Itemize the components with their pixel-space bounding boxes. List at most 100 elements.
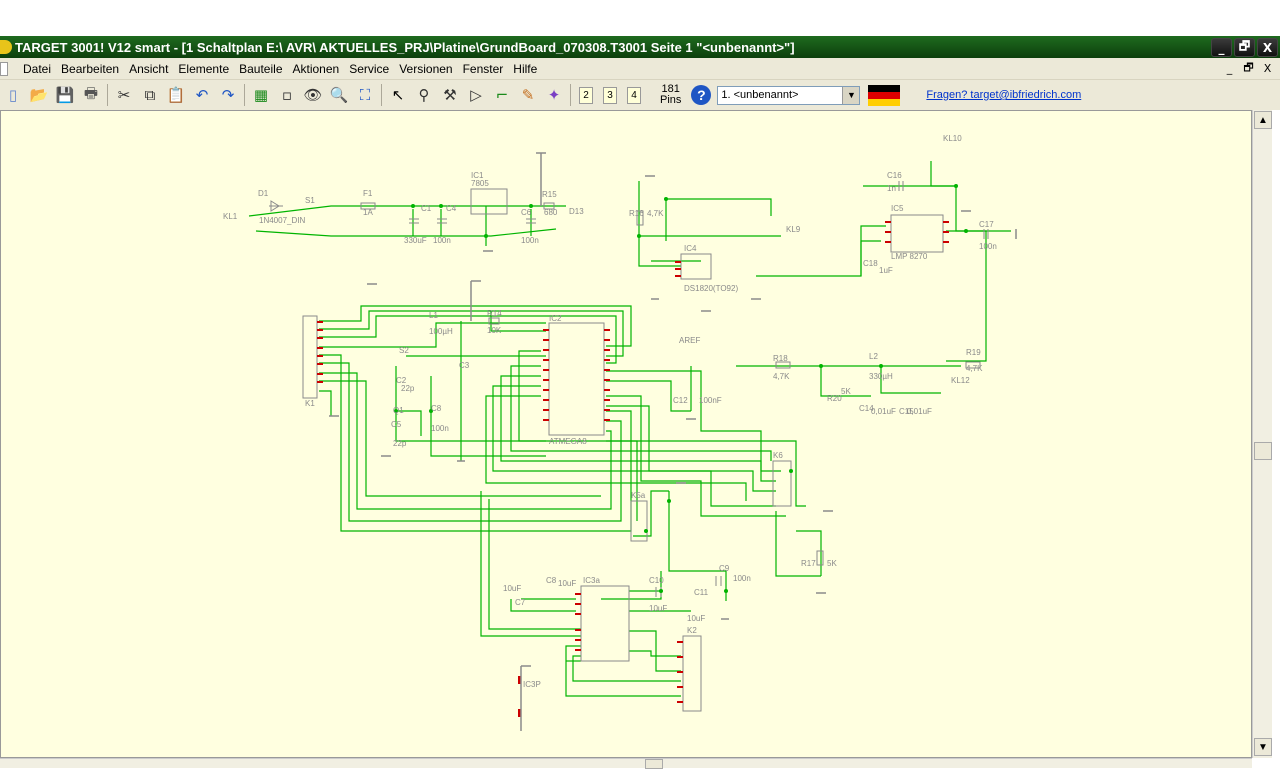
scroll-down-icon[interactable]: ▼ [1254, 738, 1272, 756]
label-c11-val: 10uF [687, 614, 705, 623]
page-icon[interactable]: ▫ [281, 86, 293, 104]
label-c16-val: 1n [887, 184, 896, 193]
component-icon[interactable]: ▦ [253, 86, 269, 104]
label-c9: C9 [719, 564, 730, 573]
label-q1: Q1 [393, 406, 404, 415]
wire-icon[interactable]: ⌐ [495, 86, 509, 104]
help-icon[interactable]: ? [691, 85, 712, 105]
undo-icon[interactable]: ↶ [195, 86, 209, 104]
toolbar-separator [107, 84, 108, 106]
doc-minimize-button[interactable]: _ [1226, 62, 1233, 75]
label-r18: R18 [773, 354, 788, 363]
label-c15: C15 [899, 407, 914, 416]
label-kl12: KL12 [951, 376, 970, 385]
page-2-button[interactable]: 2 [579, 86, 593, 104]
toolbar-separator [381, 84, 382, 106]
label-c2: C2 [396, 376, 407, 385]
print-icon[interactable]: 🖶 [83, 83, 99, 102]
german-flag-icon[interactable] [868, 84, 901, 106]
schematic-canvas[interactable]: D1 1N4007_DIN KL1 S1 F1 1A C1 330uF C4 1… [0, 110, 1252, 758]
document-icon[interactable] [0, 61, 8, 76]
menu-bauteile[interactable]: Bauteile [239, 61, 283, 76]
pins-counter: 181 Pins [660, 84, 681, 106]
label-c9-val: 100n [733, 574, 751, 583]
draw-icon[interactable]: ✎ [521, 86, 535, 104]
chevron-down-icon[interactable]: ▼ [842, 86, 860, 104]
cut-icon[interactable]: ✂ [117, 86, 131, 104]
close-button[interactable]: X [1257, 38, 1278, 57]
find-binoculars-icon[interactable]: ⚲ [418, 86, 430, 104]
view-eye-icon[interactable]: 👁 [303, 86, 323, 104]
label-r16: R16 [629, 209, 644, 218]
window-controls: _ 🗗 X [1211, 38, 1278, 57]
label-ic3p: IC3P [523, 680, 541, 689]
menu-hilfe[interactable]: Hilfe [513, 61, 538, 76]
label-c16: C16 [887, 171, 902, 180]
new-file-icon[interactable]: ▯ [8, 86, 18, 104]
label-c12-val: 100nF [699, 396, 722, 405]
minimize-button[interactable]: _ [1211, 38, 1232, 57]
label-d13: D13 [569, 207, 584, 216]
menu-service[interactable]: Service [349, 61, 390, 76]
pins-label: Pins [660, 94, 682, 106]
menu-elemente[interactable]: Elemente [178, 61, 230, 76]
doc-restore-button[interactable]: 🗗 [1243, 61, 1254, 74]
menu-versionen[interactable]: Versionen [399, 61, 453, 76]
label-r20: R20 [827, 394, 842, 403]
menu-bar: Datei Bearbeiten Ansicht Elemente Bautei… [0, 58, 1280, 80]
scroll-up-icon[interactable]: ▲ [1254, 111, 1272, 129]
label-c4: C4 [446, 204, 457, 213]
flag-stripe-gold [868, 98, 901, 106]
label-d1-part: 1N4007_DIN [259, 216, 305, 225]
open-folder-icon[interactable]: 📂 [29, 86, 49, 104]
restore-button[interactable]: 🗗 [1234, 38, 1255, 57]
zoom-icon[interactable]: 🔍 [329, 86, 349, 104]
horizontal-scrollbar[interactable] [0, 758, 1252, 769]
sheet-select[interactable]: 1. <unbenannt> ▼ [717, 85, 861, 105]
label-f1-val: 1A [363, 208, 373, 217]
label-c8-val: 10uF [558, 579, 576, 588]
label-c8b: C8 [431, 404, 442, 413]
window-edge [1272, 110, 1280, 768]
flag-stripe-red [868, 91, 901, 99]
label-s2: S2 [399, 346, 409, 355]
paste-icon[interactable]: 📋 [166, 86, 186, 104]
menu-ansicht[interactable]: Ansicht [129, 61, 169, 76]
label-c14: C14 [859, 404, 874, 413]
label-f1: F1 [363, 189, 373, 198]
doc-close-button[interactable]: X [1263, 62, 1272, 75]
label-r15: R15 [542, 190, 557, 199]
tools-icon[interactable]: ⚒ [443, 86, 457, 104]
label-ic5: IC5 [891, 204, 904, 213]
save-icon[interactable]: 💾 [55, 86, 75, 104]
symbol-icon[interactable]: ▷ [470, 86, 482, 104]
menu-datei[interactable]: Datei [23, 61, 52, 76]
label-ic4: IC4 [684, 244, 697, 253]
menu-bearbeiten[interactable]: Bearbeiten [61, 61, 120, 76]
contact-link[interactable]: Fragen? target@ibfriedrich.com [926, 89, 1082, 101]
vertical-scroll-thumb[interactable] [1254, 442, 1272, 460]
label-c10-val: 10uF [649, 604, 667, 613]
schematic-drawing: D1 1N4007_DIN KL1 S1 F1 1A C1 330uF C4 1… [223, 134, 1017, 731]
menu-aktionen[interactable]: Aktionen [292, 61, 340, 76]
label-c7: C7 [515, 598, 526, 607]
label-l2-val: 330µH [869, 372, 893, 381]
label-c6-val: 100n [521, 236, 539, 245]
magic-icon[interactable]: ✦ [547, 86, 561, 104]
redo-icon[interactable]: ↷ [221, 86, 235, 104]
label-ic2: IC2 [549, 314, 562, 323]
label-c18-val: 1uF [879, 266, 893, 275]
copy-icon[interactable]: ⧉ [144, 86, 156, 104]
page-3-button[interactable]: 3 [603, 86, 617, 104]
menu-fenster[interactable]: Fenster [462, 61, 504, 76]
label-ic4-val: DS1820(TO92) [684, 284, 738, 293]
label-c4-val: 100n [433, 236, 451, 245]
power-symbols [329, 152, 1017, 731]
title-bar[interactable]: TARGET 3001! V12 smart - [1 Schaltplan E… [0, 36, 1280, 58]
page-4-button[interactable]: 4 [627, 86, 641, 104]
zoom-fit-icon[interactable]: ⛶ [359, 86, 371, 104]
app-icon [0, 40, 12, 54]
select-pointer-icon[interactable]: ↖ [391, 86, 405, 104]
vertical-scrollbar[interactable]: ▲ ▼ [1252, 110, 1272, 758]
